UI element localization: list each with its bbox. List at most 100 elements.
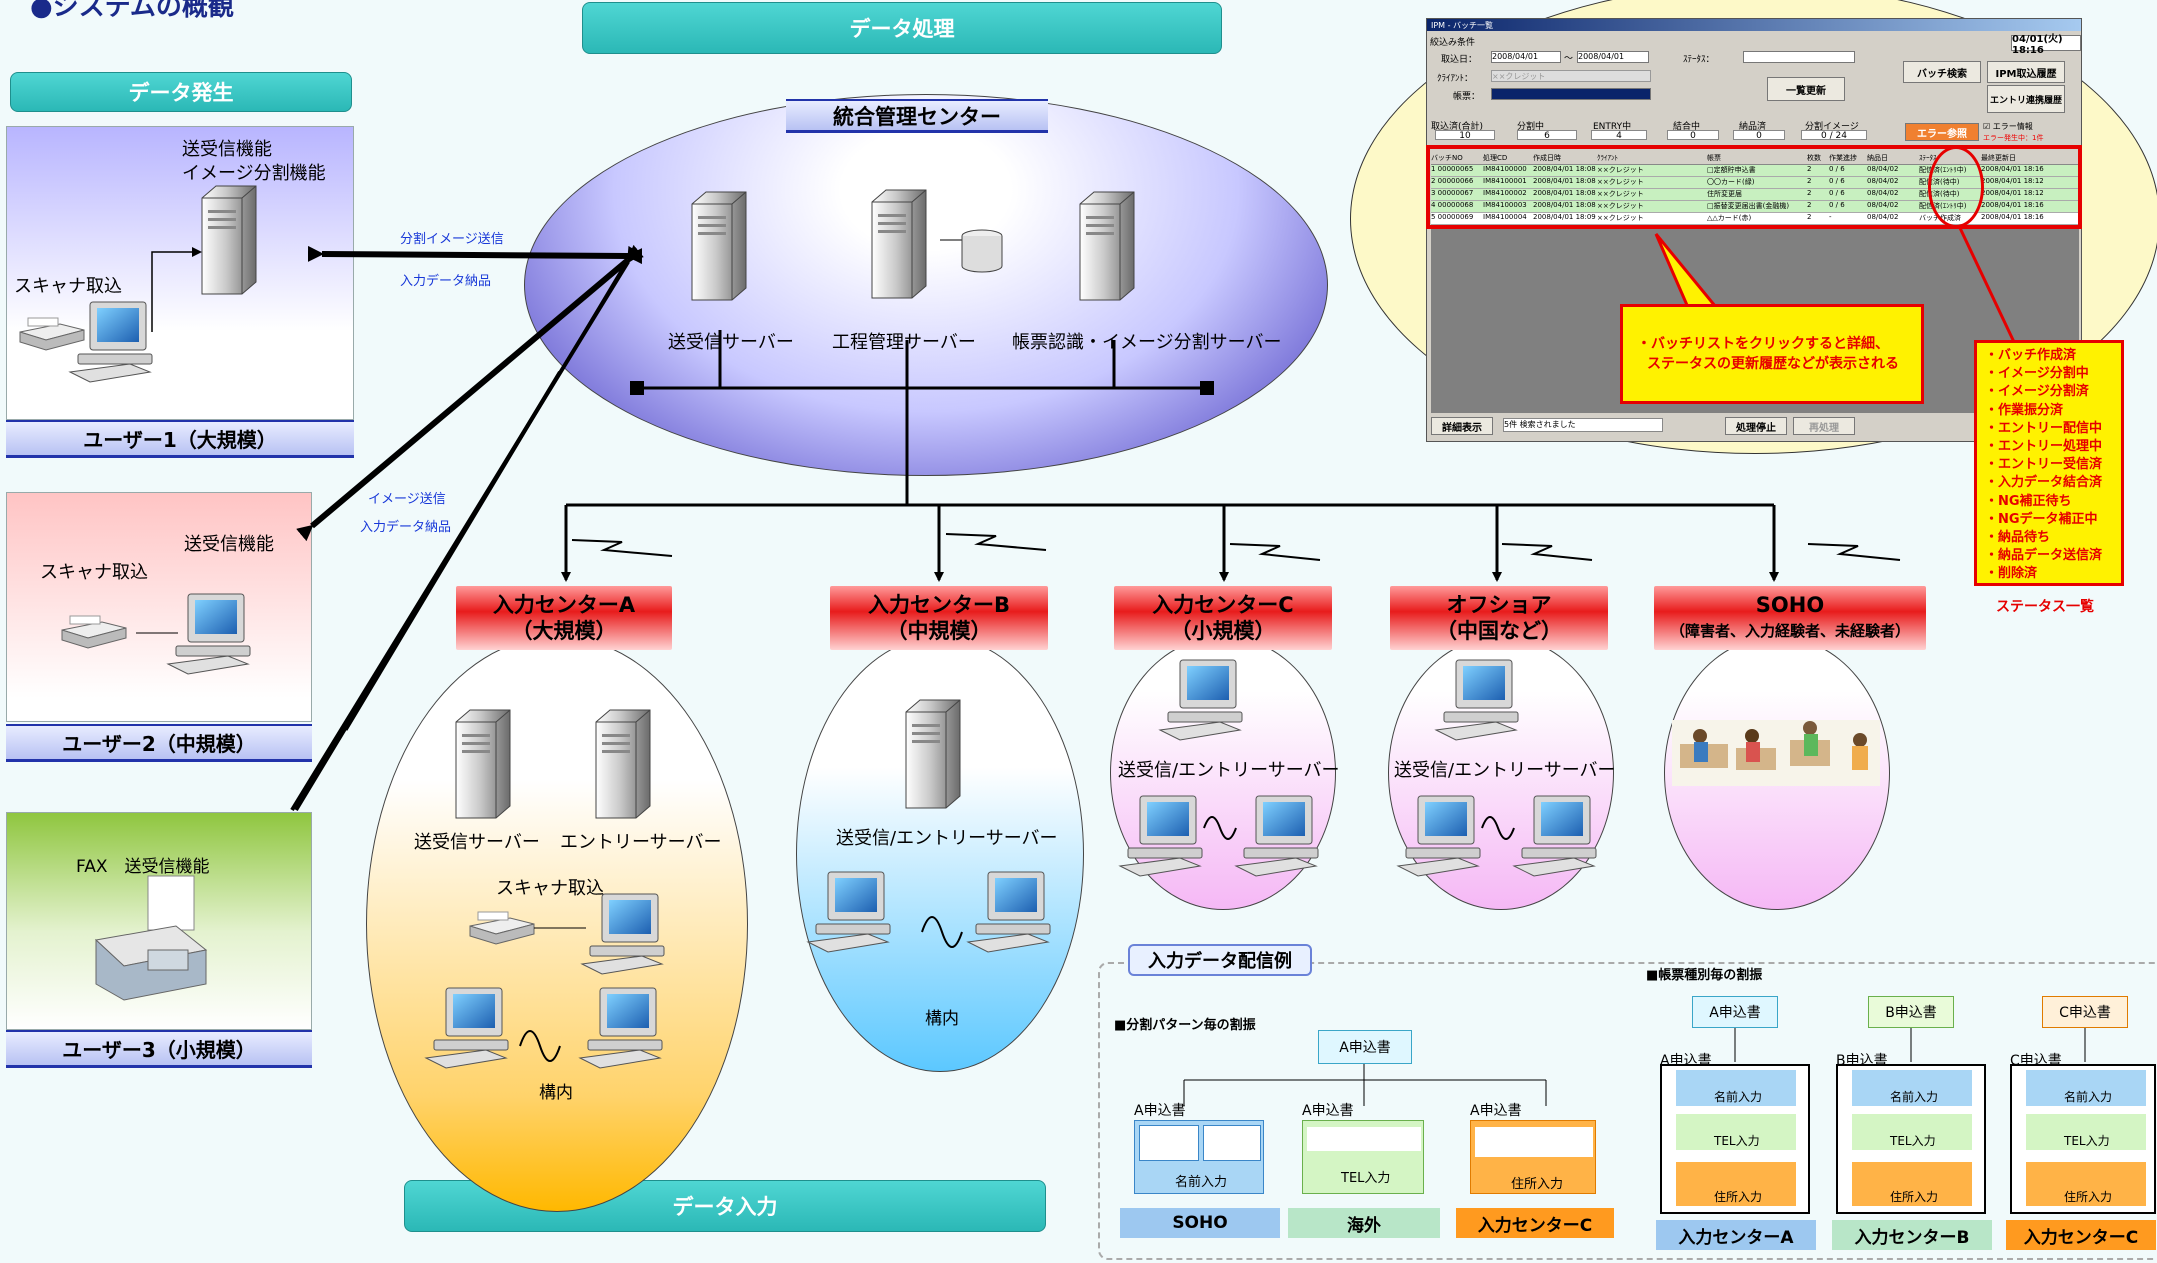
status-list-item: ・NG補正待ち — [1985, 493, 2072, 509]
col-count: 枚数 — [1807, 154, 1821, 162]
status-select[interactable] — [1743, 51, 1855, 63]
split-card-addr: 住所入力 — [1470, 1120, 1596, 1194]
table-cell: 2 — [1807, 213, 1812, 221]
center-a-header: 入力センターA （大規模） — [456, 586, 672, 650]
field-strip-name: 名前入力 — [1852, 1070, 1972, 1106]
offshore-header: オフショア （中国など） — [1390, 586, 1608, 650]
entry-history-button[interactable]: エントリ連携履歴 — [1987, 85, 2065, 113]
refresh-list-button[interactable]: 一覧更新 — [1767, 77, 1845, 101]
status-list-item: ・NGデータ補正中 — [1985, 511, 2098, 527]
batch-list-window: IPM - バッチ一覧 絞込み条件 取込日： 2008/04/01 ～ 2008… — [1426, 18, 2082, 442]
status-list-box: ・バッチ作成済・イメージ分割中・イメージ分割済・作業振分済・エントリー配信中・エ… — [1974, 340, 2124, 586]
ipm-history-button[interactable]: IPM取込履歴 — [1987, 61, 2065, 83]
form-b-name: 名前入力 — [1890, 1090, 1939, 1104]
sample-field — [1475, 1127, 1593, 1157]
table-cell: IM84100001 — [1483, 177, 1527, 185]
client-select[interactable]: ××クレジット — [1491, 70, 1651, 82]
form-heading: ■帳票種別毎の割振 — [1646, 968, 1763, 983]
table-cell: 0 / 6 — [1829, 165, 1845, 173]
center-a-sub: （大規模） — [511, 619, 617, 643]
col-status: ｽﾃｰﾀｽ — [1919, 154, 1937, 162]
split-heading: ■分割パターン毎の割振 — [1114, 1018, 1256, 1033]
table-cell: □振替変更届出書(金融機) — [1707, 202, 1790, 210]
window-titlebar: IPM - バッチ一覧 — [1427, 19, 2081, 31]
date-tilde: ～ — [1564, 54, 1574, 64]
center-server-label-3: 帳票認識・イメージ分割サーバー — [1012, 332, 1282, 353]
col-updated: 最終更新日 — [1981, 154, 2016, 162]
error-checkbox-label[interactable]: ☑ エラー情報 — [1983, 122, 2033, 131]
table-cell: ××クレジット — [1597, 202, 1644, 210]
user3-label: ユーザー3（小規模） — [6, 1030, 312, 1068]
table-cell: 2008/04/01 18:12 — [1981, 189, 2044, 197]
status-list-item: ・エントリー配信中 — [1985, 420, 2103, 436]
table-cell: 0 / 6 — [1829, 201, 1845, 209]
link-label-u1-a: 分割イメージ送信 — [400, 232, 504, 247]
table-cell: 08/04/02 — [1867, 189, 1899, 197]
form-col-b: 名前入力 TEL入力 住所入力 — [1836, 1064, 1986, 1214]
form-target-center-c: 入力センターC — [2006, 1220, 2156, 1250]
table-cell: ××クレジット — [1597, 190, 1644, 198]
count-value-1: 10 — [1435, 130, 1495, 141]
grid-highlight — [1426, 145, 2082, 229]
form-c-addr: 住所入力 — [2064, 1190, 2113, 1204]
batch-search-button[interactable]: バッチ検索 — [1903, 61, 1981, 83]
table-cell: 4 00000068 — [1431, 201, 1474, 209]
count-value-2: 6 — [1517, 130, 1577, 141]
field-strip-addr: 住所入力 — [1676, 1162, 1796, 1206]
restart-button[interactable]: 再処理 — [1793, 417, 1855, 435]
table-cell: 2 — [1807, 201, 1812, 209]
table-cell: 2008/04/01 18:16 — [1981, 213, 2044, 221]
grid-header: バッチNO 処理CD 作成日時 ｸﾗｲｱﾝﾄ 帳票 枚数 作業進捗 納品日 ｽﾃ… — [1431, 153, 2079, 165]
detail-button[interactable]: 詳細表示 — [1431, 417, 1493, 435]
table-cell: IM84100004 — [1483, 213, 1527, 221]
field-strip-addr: 住所入力 — [1852, 1162, 1972, 1206]
form-select[interactable] — [1491, 88, 1651, 100]
table-cell: 2 — [1807, 177, 1812, 185]
count-value-4: 0 — [1667, 130, 1719, 141]
form-a-addr: 住所入力 — [1714, 1190, 1763, 1204]
offshore-title: オフショア — [1446, 593, 1552, 617]
table-cell: ××クレジット — [1597, 166, 1644, 174]
count-strip: 取込済(合計) 分割中 ENTRY中 結合中 納品済 分割イメージ 10 6 4… — [1431, 119, 1871, 141]
user2-box — [6, 492, 312, 722]
user1-box — [6, 126, 354, 420]
split-target-soho: SOHO — [1120, 1208, 1280, 1238]
count-value-3: 4 — [1591, 130, 1647, 141]
batch-click-callout: ・バッチリストをクリックすると詳細、 ステータスの更新履歴などが表示される — [1620, 304, 1924, 404]
sample-field — [1139, 1125, 1199, 1161]
status-list-item: ・納品待ち — [1985, 530, 2051, 546]
window-title: IPM - バッチ一覧 — [1431, 20, 1494, 30]
table-cell: IM84100002 — [1483, 189, 1527, 197]
split-target-center-c: 入力センターC — [1456, 1208, 1614, 1238]
form-c-name: 名前入力 — [2064, 1090, 2113, 1104]
col-proc-cd: 処理CD — [1483, 154, 1508, 162]
form-label: 帳票： — [1453, 92, 1481, 102]
count-value-5: 0 — [1733, 130, 1785, 141]
user1-func2: イメージ分割機能 — [182, 163, 326, 184]
field-strip-tel: TEL入力 — [2026, 1114, 2146, 1150]
soho-header: SOHO （障害者、入力経験者、未経験者） — [1654, 586, 1926, 650]
status-label: ｽﾃｰﾀｽ： — [1683, 55, 1715, 65]
date-to-input[interactable]: 2008/04/01 — [1577, 51, 1649, 63]
status-column-highlight — [1928, 146, 1984, 228]
form-col-a: 名前入力 TEL入力 住所入力 — [1660, 1064, 1810, 1214]
date-from-input[interactable]: 2008/04/01 — [1491, 51, 1561, 63]
section-data-processing: データ処理 — [582, 2, 1222, 54]
center-b-sub: （中規模） — [886, 619, 992, 643]
status-list-item: ・バッチ作成済 — [1985, 348, 2077, 363]
center-b-title: 入力センターB — [867, 593, 1010, 617]
table-cell: 2 — [1807, 165, 1812, 173]
user3-func: FAX 送受信機能 — [76, 857, 210, 877]
error-view-button[interactable]: エラー参照 — [1905, 123, 1979, 141]
offshore-sub: （中国など） — [1436, 619, 1562, 643]
stop-button[interactable]: 処理停止 — [1725, 417, 1787, 435]
user1-scan: スキャナ取込 — [14, 276, 122, 297]
center-c-header: 入力センターC （小規模） — [1114, 586, 1332, 650]
count-value-6: 0 / 24 — [1801, 130, 1867, 141]
